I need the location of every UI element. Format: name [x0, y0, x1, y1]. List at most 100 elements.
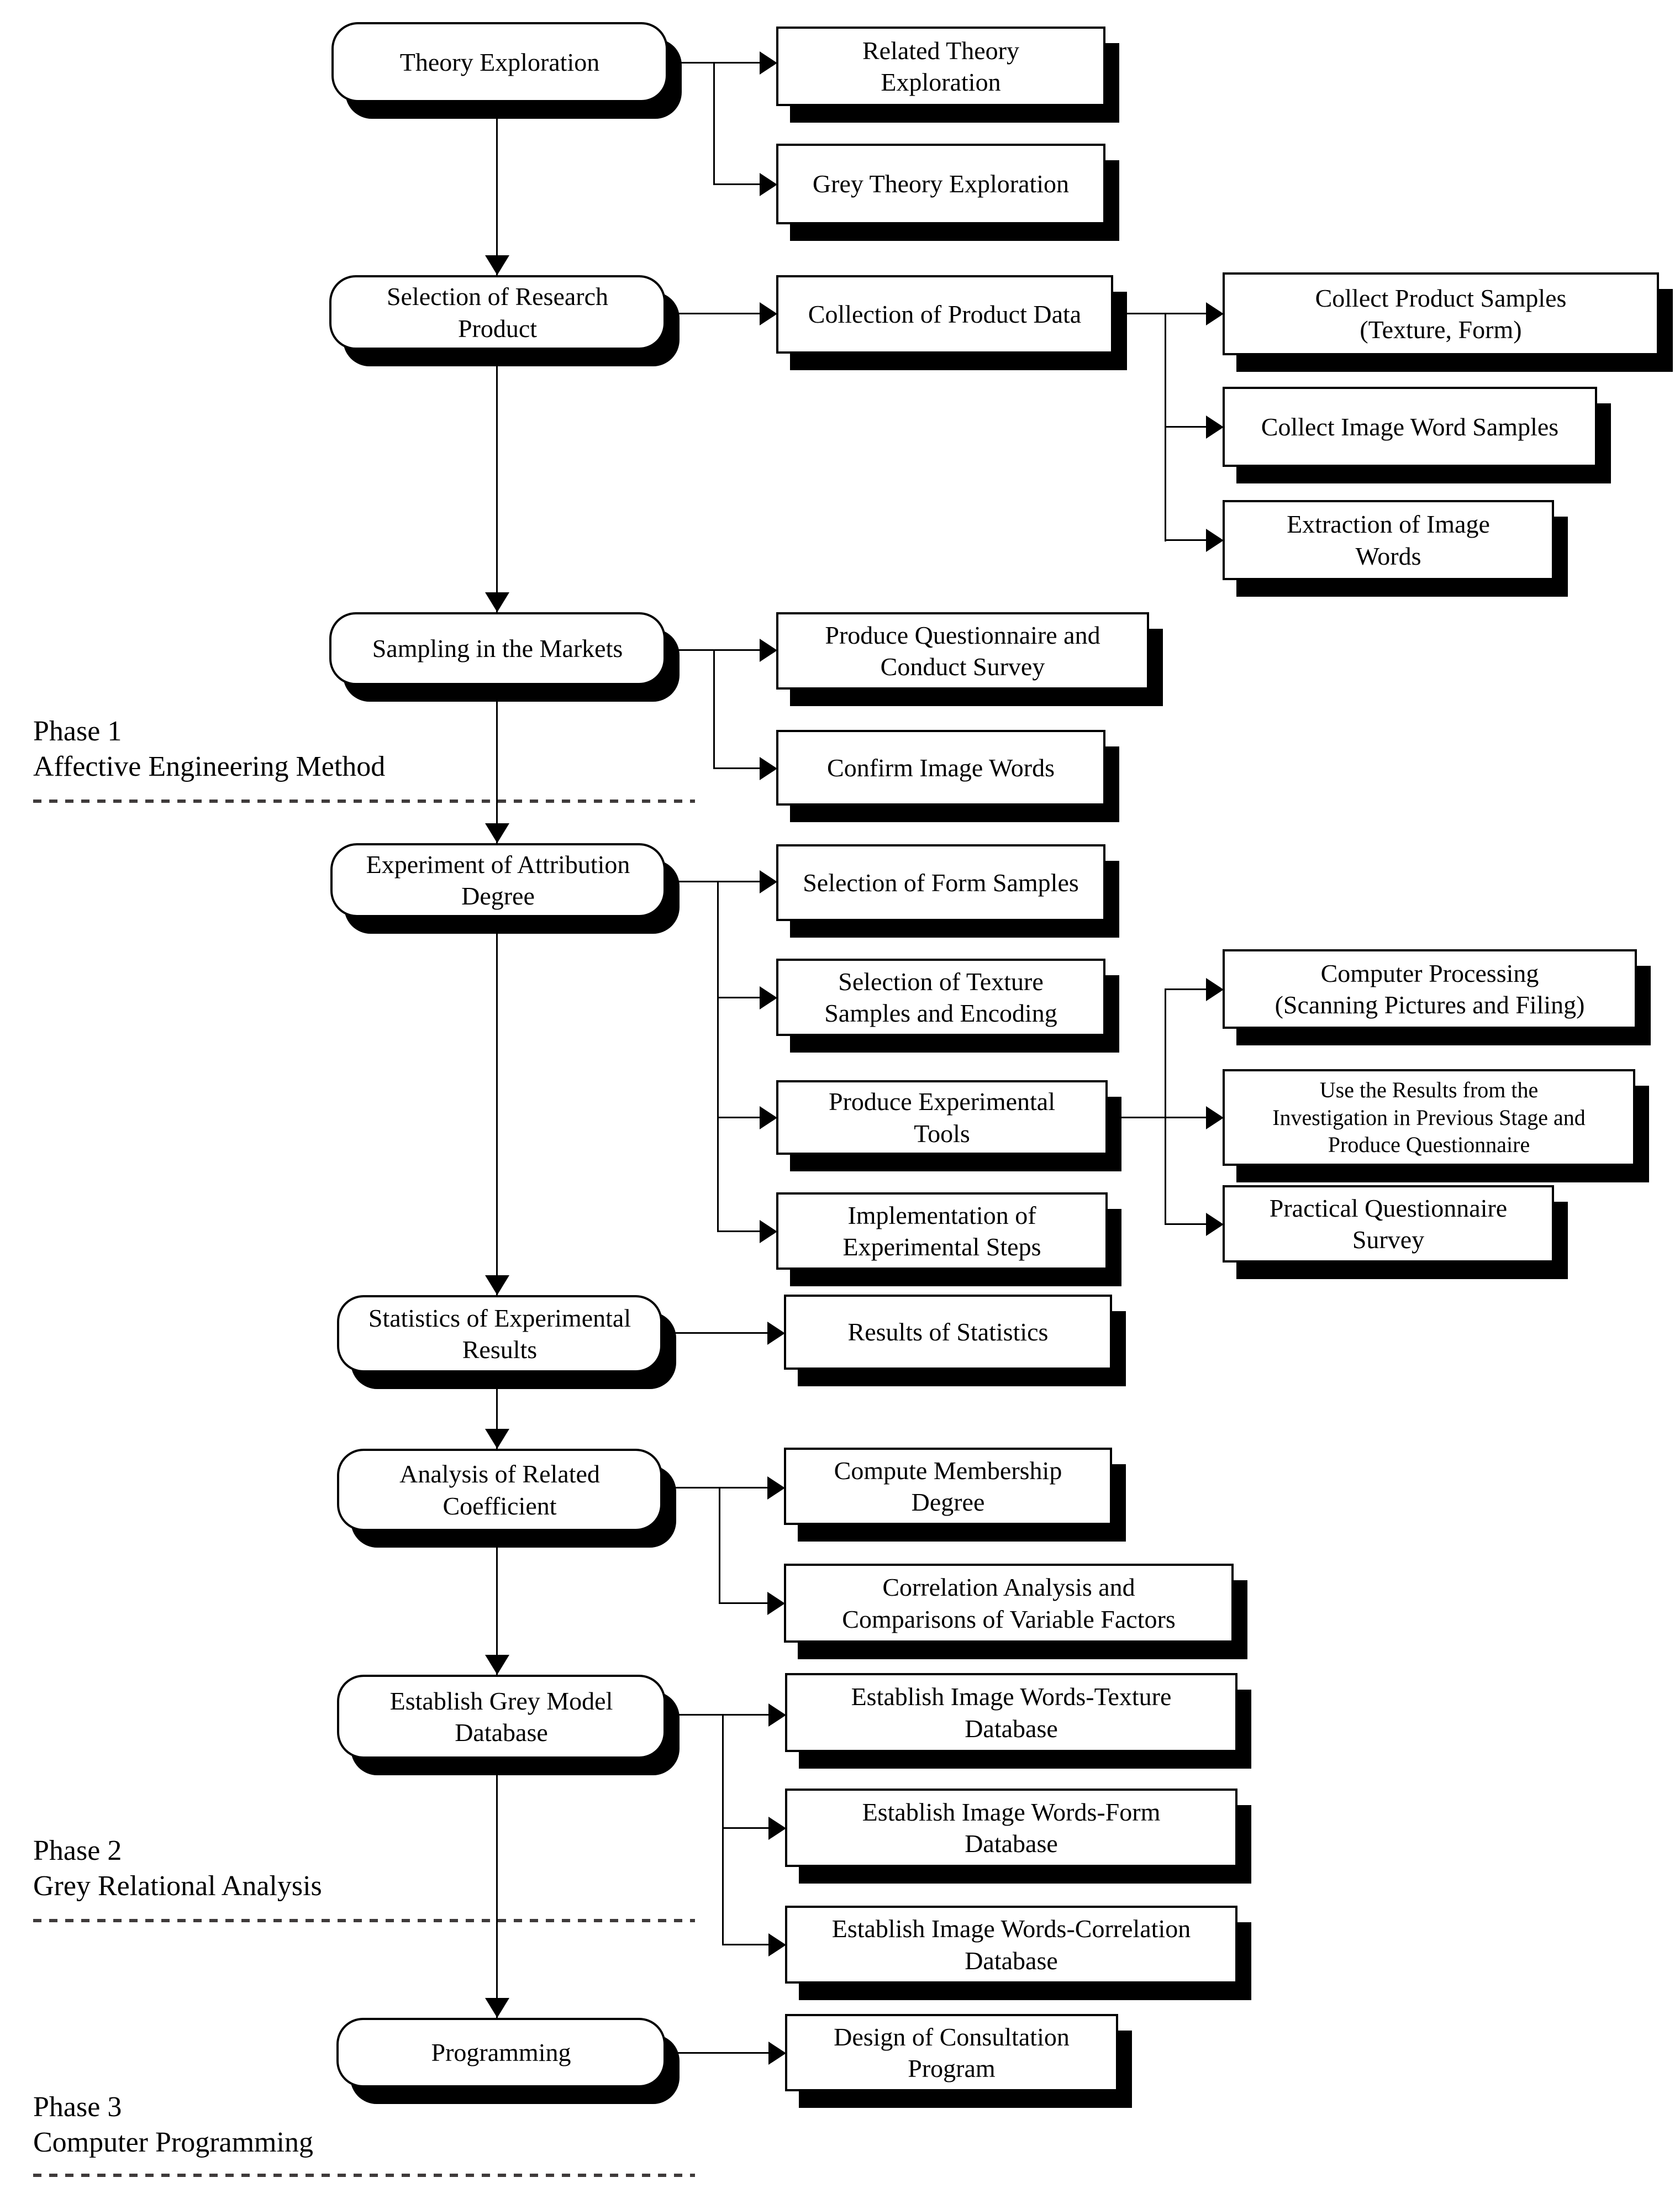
connector-spine-4 [496, 917, 498, 1295]
connector-database-trunk [722, 1714, 724, 1945]
detail-node-use-results-produce-questionnaire: Use the Results from the Investigation i… [1223, 1069, 1635, 1166]
sub-node-establish-image-words-texture-database: Establish Image Words-Texture Database [785, 1673, 1237, 1752]
flow-node-programming: Programming [336, 2018, 666, 2087]
arrowhead-right-collect-image-words [1206, 415, 1224, 439]
phase-2-divider [33, 1919, 695, 1922]
connector-collection-h3 [1165, 539, 1206, 541]
connector-theory-h2 [713, 183, 760, 185]
connector-spine-3 [496, 685, 498, 843]
arrowhead-down-1 [485, 255, 509, 275]
sub-node-collection-of-product-data: Collection of Product Data [776, 275, 1113, 354]
phase-1-divider [33, 800, 695, 803]
arrowhead-right-implementation-steps [760, 1220, 777, 1243]
arrowhead-right-computer-processing [1206, 978, 1224, 1001]
arrowhead-right-related-theory [760, 51, 777, 75]
arrowhead-right-consultation-program [768, 2042, 786, 2065]
arrowhead-right-correlation-analysis [767, 1592, 785, 1615]
phase-3-divider [33, 2174, 695, 2177]
connector-database-h3 [722, 1944, 768, 1945]
sub-node-results-of-statistics: Results of Statistics [784, 1295, 1112, 1370]
arrowhead-right-grey-theory [760, 173, 777, 196]
connector-spine-7 [496, 1759, 498, 2018]
arrowhead-down-6 [485, 1655, 509, 1675]
phase-1-label: Phase 1 Affective Engineering Method [33, 714, 385, 785]
sub-node-compute-membership-degree: Compute Membership Degree [784, 1448, 1112, 1525]
connector-database-h2 [722, 1827, 768, 1829]
flow-node-sampling-in-the-markets: Sampling in the Markets [329, 612, 666, 685]
connector-spine-6 [496, 1531, 498, 1675]
connector-sampling-h2 [713, 767, 760, 769]
flow-node-statistics-of-experimental-results: Statistics of Experimental Results [337, 1295, 662, 1372]
detail-node-computer-processing: Computer Processing (Scanning Pictures a… [1223, 949, 1637, 1029]
detail-node-extraction-of-image-words: Extraction of Image Words [1223, 500, 1554, 580]
sub-node-correlation-analysis-and-comparisons: Correlation Analysis and Comparisons of … [784, 1564, 1234, 1643]
connector-analysis-trunk [719, 1487, 720, 1604]
arrowhead-right-collection-data [760, 302, 777, 325]
sub-node-design-of-consultation-program: Design of Consultation Program [785, 2014, 1118, 2091]
detail-node-collect-product-samples: Collect Product Samples (Texture, Form) [1223, 272, 1659, 355]
arrowhead-right-texture-samples [760, 986, 777, 1009]
sub-node-selection-of-texture-samples-and-encoding: Selection of Texture Samples and Encodin… [776, 959, 1105, 1036]
detail-node-collect-image-word-samples: Collect Image Word Samples [1223, 387, 1597, 467]
connector-tools-h2 [1165, 988, 1206, 990]
sub-node-related-theory-exploration: Related Theory Exploration [776, 27, 1105, 106]
arrowhead-right-form-samples [760, 870, 777, 893]
connector-experiment-h1 [666, 881, 760, 882]
sub-node-implementation-of-experimental-steps: Implementation of Experimental Steps [776, 1192, 1108, 1270]
arrowhead-right-confirm-image-words [760, 757, 777, 780]
connector-spine-2 [496, 350, 498, 612]
arrowhead-down-5 [485, 1429, 509, 1449]
sub-node-grey-theory-exploration: Grey Theory Exploration [776, 144, 1105, 224]
connector-experiment-h4 [717, 1230, 760, 1232]
arrowhead-right-correlation-database [768, 1933, 786, 1956]
connector-sampling-trunk [713, 649, 715, 769]
flow-node-experiment-of-attribution-degree: Experiment of Attribution Degree [330, 843, 666, 917]
sub-node-confirm-image-words: Confirm Image Words [776, 730, 1105, 806]
connector-statistics-h [662, 1332, 767, 1334]
flow-node-selection-of-research-product: Selection of Research Product [329, 275, 666, 350]
arrowhead-right-practical-survey [1206, 1213, 1224, 1236]
arrowhead-right-results-statistics [767, 1322, 785, 1345]
connector-spine-5 [496, 1372, 498, 1449]
connector-collection-h2 [1165, 426, 1206, 428]
arrowhead-down-4 [485, 1275, 509, 1295]
connector-tools-h1 [1108, 1117, 1206, 1118]
arrowhead-down-7 [485, 1998, 509, 2018]
arrowhead-right-membership-degree [767, 1476, 785, 1500]
arrowhead-right-produce-questionnaire [760, 639, 777, 662]
phase-2-title: Phase 2 [33, 1835, 122, 1866]
arrowhead-right-extraction-image-words [1206, 529, 1224, 552]
connector-experiment-trunk [717, 881, 719, 1232]
flow-node-establish-grey-model-database: Establish Grey Model Database [337, 1675, 666, 1759]
connector-spine-1 [496, 102, 498, 275]
detail-node-practical-questionnaire-survey: Practical Questionnaire Survey [1223, 1185, 1554, 1263]
connector-experiment-h2 [717, 997, 760, 998]
connector-tools-trunk [1165, 988, 1166, 1225]
connector-database-h1 [666, 1714, 768, 1716]
sub-node-establish-image-words-form-database: Establish Image Words-Form Database [785, 1789, 1237, 1867]
phase-1-title: Phase 1 [33, 716, 122, 747]
sub-node-produce-questionnaire-and-conduct-survey: Produce Questionnaire and Conduct Survey [776, 612, 1149, 690]
connector-tools-h3 [1165, 1223, 1206, 1225]
connector-experiment-h3 [717, 1117, 760, 1118]
phase-3-label: Phase 3 Computer Programming [33, 2090, 313, 2160]
flow-node-theory-exploration: Theory Exploration [331, 22, 668, 102]
sub-node-selection-of-form-samples: Selection of Form Samples [776, 844, 1105, 921]
arrowhead-right-experimental-tools [760, 1106, 777, 1129]
arrowhead-down-3 [485, 823, 509, 843]
connector-collection-h1 [1113, 313, 1206, 314]
sub-node-establish-image-words-correlation-database: Establish Image Words-Correlation Databa… [785, 1906, 1237, 1984]
phase-2-name: Grey Relational Analysis [33, 1870, 322, 1902]
phase-1-name: Affective Engineering Method [33, 751, 386, 782]
connector-selection-h [666, 313, 760, 314]
arrowhead-right-form-database [768, 1817, 786, 1840]
flow-node-analysis-of-related-coefficient: Analysis of Related Coefficient [337, 1449, 662, 1531]
phase-2-label: Phase 2 Grey Relational Analysis [33, 1833, 322, 1904]
connector-analysis-h1 [662, 1487, 767, 1489]
arrowhead-right-texture-database [768, 1703, 786, 1727]
arrowhead-right-collect-product-samples [1206, 302, 1224, 325]
connector-programming-h [666, 2052, 768, 2054]
connector-analysis-h2 [719, 1602, 767, 1604]
phase-3-name: Computer Programming [33, 2127, 313, 2158]
